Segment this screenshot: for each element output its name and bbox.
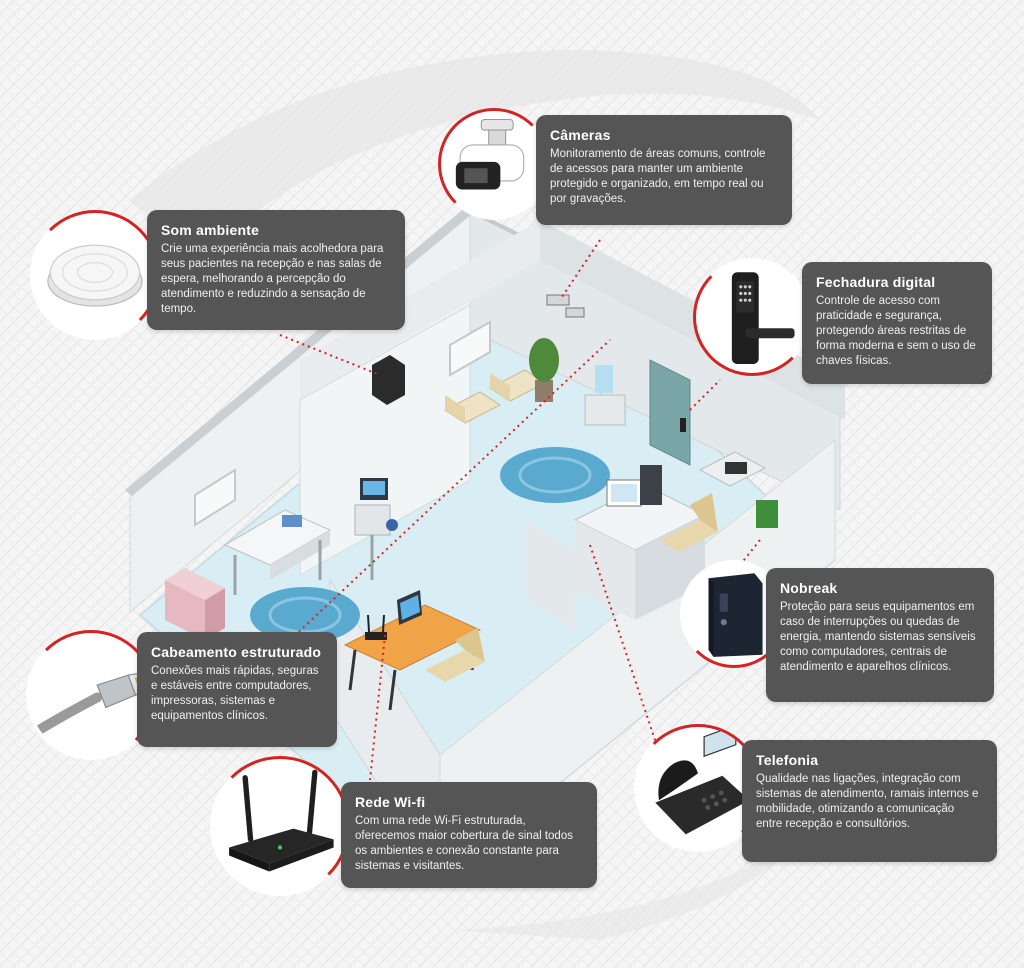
window-waiting	[449, 320, 491, 377]
feature-description: Com uma rede Wi-Fi estruturada, oferecem…	[355, 815, 573, 872]
ceiling-speaker-icon	[47, 244, 143, 307]
feature-title: Fechadura digital	[816, 274, 936, 290]
feature-description: Qualidade nas ligações, integração com s…	[756, 773, 979, 830]
feature-card-cameras: Câmeras Monitoramento de áreas comuns, c…	[536, 115, 792, 225]
feature-title: Nobreak	[780, 580, 838, 596]
interior-wall-reception	[525, 520, 575, 630]
feature-card-rede-wifi: Rede Wi-fi Com uma rede Wi-Fi estruturad…	[341, 782, 597, 888]
feature-title: Câmeras	[550, 127, 611, 143]
door-lock	[680, 418, 686, 432]
rug-waiting-room	[500, 447, 610, 503]
door	[649, 359, 691, 466]
feature-title: Cabeamento estruturado	[151, 644, 322, 660]
feature-card-nobreak: Nobreak Proteção para seus equipamentos …	[766, 568, 994, 702]
phone-image-circle	[634, 724, 762, 852]
rug-exam-room	[250, 587, 360, 643]
security-camera-icon	[455, 118, 525, 190]
feature-description: Conexões mais rápidas, seguras e estávei…	[151, 665, 319, 722]
lock-image-circle	[693, 258, 811, 376]
connector-lines	[279, 239, 761, 781]
ups-icon	[708, 573, 763, 657]
feature-card-cabeamento-estruturado: Cabeamento estruturado Conexões mais ráp…	[137, 632, 337, 747]
feature-title: Rede Wi-fi	[355, 794, 426, 810]
ups-image-circle	[680, 560, 788, 668]
digital-lock-icon	[731, 272, 795, 365]
wall-speaker	[372, 355, 405, 405]
feature-card-telefonia: Telefonia Qualidade nas ligações, integr…	[742, 740, 997, 862]
feature-card-som-ambiente: Som ambiente Crie uma experiência mais a…	[147, 210, 405, 330]
router-image-circle	[210, 756, 350, 896]
ip-phone-icon	[655, 727, 750, 835]
window-exam	[194, 468, 236, 527]
back-wall-upper-left	[300, 220, 540, 400]
feature-description: Crie uma experiência mais acolhedora par…	[161, 243, 384, 315]
speaker-image-circle	[30, 210, 160, 340]
feature-title: Som ambiente	[161, 222, 260, 238]
wifi-router-icon	[229, 769, 334, 872]
feature-description: Controle de acesso com praticidade e seg…	[816, 295, 976, 367]
feature-title: Telefonia	[756, 752, 819, 768]
feature-card-fechadura-digital: Fechadura digital Controle de acesso com…	[802, 262, 992, 384]
feature-description: Proteção para seus equipamentos em caso …	[780, 601, 976, 673]
camera-image-circle	[438, 108, 550, 220]
work-desk	[343, 604, 482, 671]
network-cable-icon	[30, 671, 148, 738]
feature-description: Monitoramento de áreas comuns, controle …	[550, 148, 766, 205]
wall-camera	[546, 294, 570, 306]
